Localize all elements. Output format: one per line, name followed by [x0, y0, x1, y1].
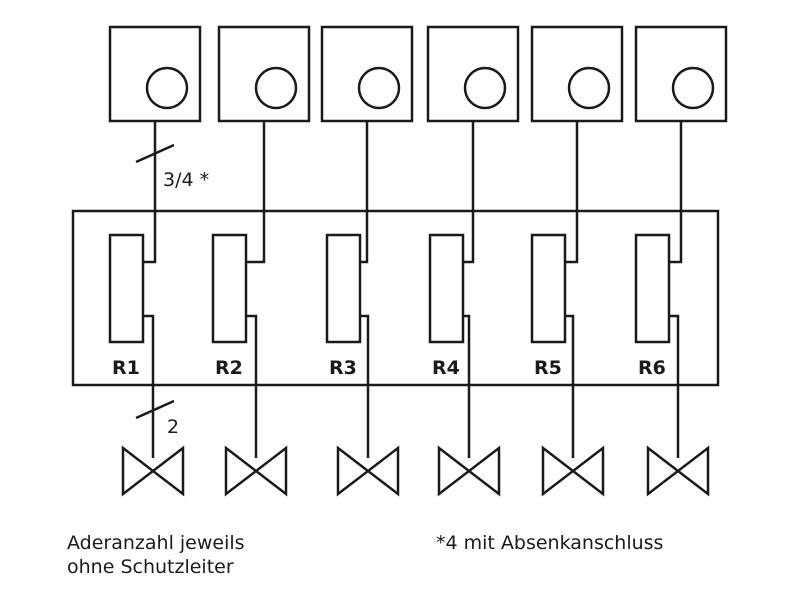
wire-count-top-label: 3/4 *	[163, 169, 209, 191]
relay-coil	[325, 233, 362, 344]
channel-wire-5	[565, 121, 579, 458]
valve-wire	[565, 314, 575, 458]
valve-5	[541, 445, 605, 497]
relay-coil	[428, 233, 465, 344]
room-thermostat-icon	[567, 66, 611, 110]
valve-actuator-icon	[224, 445, 288, 497]
valve-row	[121, 445, 710, 497]
relay-coil	[634, 233, 671, 344]
wire-count-bottom-label: 2	[167, 416, 179, 438]
valve-wire	[360, 314, 370, 458]
channel-wire-4	[463, 121, 475, 458]
relay-coil	[530, 233, 567, 344]
valve-6	[646, 445, 710, 497]
relay-row: R1 R2 R3 R4 R5 R6	[108, 121, 683, 458]
relay-label: R1	[112, 357, 140, 379]
valve-3	[336, 445, 400, 497]
valve-wire	[669, 314, 680, 458]
room-thermostat-5	[530, 25, 624, 123]
valve-actuator-icon	[121, 445, 185, 497]
wire-count-tick-bottom	[135, 399, 175, 420]
relay-5: R5	[530, 233, 567, 379]
core-count-note: Aderanzahl jeweils ohne Schutzleiter	[67, 531, 245, 579]
valve-wire	[463, 314, 471, 458]
relay-3: R3	[325, 233, 362, 379]
relay-label: R5	[534, 357, 562, 379]
room-thermostat-6	[634, 25, 728, 123]
relay-1: R1	[108, 233, 145, 379]
thermostat-wire	[669, 121, 683, 264]
thermostat-wire	[565, 121, 579, 264]
channel-wire-6	[669, 121, 683, 458]
thermostat-wire	[246, 121, 266, 264]
relay-6: R6	[634, 233, 671, 379]
valve-2	[224, 445, 288, 497]
thermostat-wire	[143, 121, 157, 264]
room-thermostat-4	[426, 25, 520, 123]
valve-actuator-icon	[646, 445, 710, 497]
channel-wire-1	[143, 121, 157, 458]
room-thermostat-icon	[357, 66, 401, 110]
room-thermostat-icon	[145, 66, 189, 110]
room-thermostat-2	[217, 25, 311, 123]
relay-label: R4	[432, 357, 460, 379]
thermostat-housing	[426, 25, 520, 123]
relay-coil	[108, 233, 145, 344]
room-thermostat-icon	[671, 66, 715, 110]
room-thermostat-icon	[254, 66, 298, 110]
channel-wire-3	[360, 121, 370, 458]
room-thermostat-icon	[463, 66, 507, 110]
controller-box	[71, 209, 720, 387]
channel-wire-2	[246, 121, 266, 458]
thermostat-housing	[108, 25, 202, 123]
thermostat-housing	[634, 25, 728, 123]
thermostat-housing	[320, 25, 414, 123]
thermostat-wire	[463, 121, 475, 264]
relay-label: R3	[329, 357, 357, 379]
valve-1	[121, 445, 185, 497]
thermostat-wire	[360, 121, 369, 264]
valve-actuator-icon	[336, 445, 400, 497]
room-thermostat-3	[320, 25, 414, 123]
valve-actuator-icon	[541, 445, 605, 497]
valve-actuator-icon	[437, 445, 501, 497]
footnote: *4 mit Absenkanschluss	[436, 532, 664, 554]
wire-count-tick-top	[135, 143, 175, 164]
core-count-note-line1: Aderanzahl jeweils	[67, 532, 245, 554]
relay-2: R2	[211, 233, 248, 379]
relay-label: R6	[638, 357, 666, 379]
core-count-note-line2: ohne Schutzleiter	[67, 556, 234, 578]
valve-wire	[143, 314, 155, 458]
relay-label: R2	[215, 357, 243, 379]
room-thermostat-1	[108, 25, 202, 123]
thermostat-housing	[217, 25, 311, 123]
thermostat-row	[108, 25, 728, 123]
valve-4	[437, 445, 501, 497]
thermostat-housing	[530, 25, 624, 123]
valve-wire	[246, 314, 258, 458]
relay-coil	[211, 233, 248, 344]
relay-4: R4	[428, 233, 465, 379]
